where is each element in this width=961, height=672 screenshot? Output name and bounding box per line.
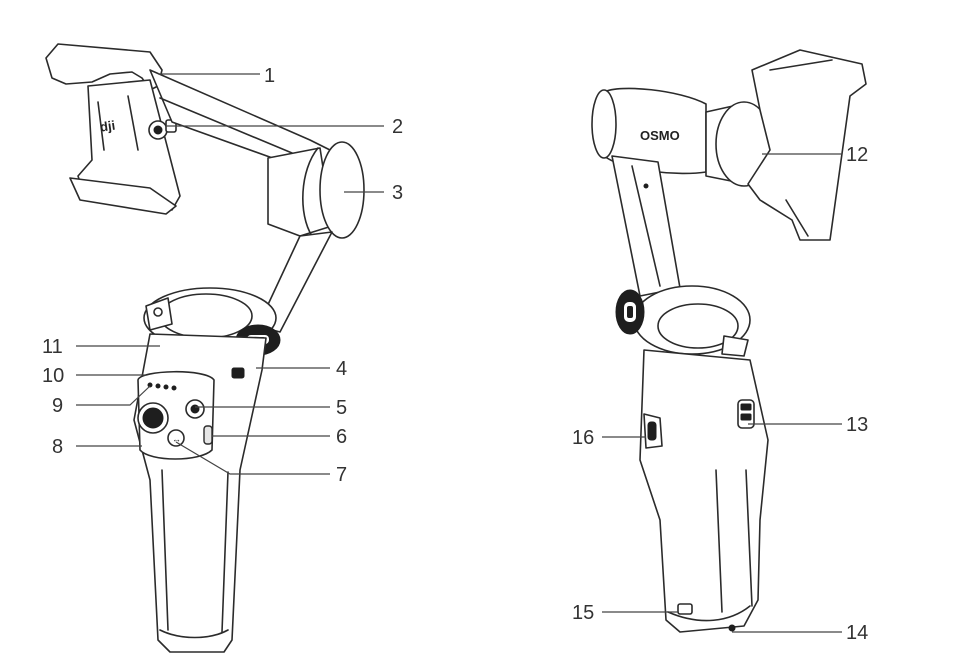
leader-7 bbox=[175, 441, 330, 475]
svg-text:↔: ↔ bbox=[172, 434, 181, 444]
leader-lines bbox=[76, 73, 842, 633]
callout-13: 13 bbox=[846, 414, 868, 436]
pan-motor-base-back bbox=[615, 285, 751, 357]
phone-clamp: dji bbox=[45, 43, 181, 215]
callout-7: 7 bbox=[336, 464, 347, 486]
handle: ↔ bbox=[133, 333, 267, 653]
handle-back bbox=[639, 349, 769, 633]
callout-5: 5 bbox=[336, 397, 347, 419]
extension-arm-back bbox=[611, 155, 681, 297]
gimbal-front-view: dji bbox=[45, 43, 365, 653]
callout-16: 16 bbox=[572, 427, 594, 449]
callout-11: 11 bbox=[42, 336, 63, 358]
roll-motor-back: OSMO bbox=[591, 87, 773, 187]
callout-12: 12 bbox=[846, 144, 868, 166]
callout-4: 4 bbox=[336, 358, 347, 380]
callout-8: 8 bbox=[52, 436, 63, 458]
extension-arm bbox=[149, 69, 365, 333]
callout-6: 6 bbox=[336, 426, 347, 448]
callout-2: 2 bbox=[392, 116, 403, 138]
phone-clamp-back bbox=[747, 49, 867, 241]
callout-numbers: 1 2 3 4 5 6 7 8 9 10 11 12 13 14 15 16 bbox=[42, 65, 868, 644]
callout-9: 9 bbox=[52, 395, 63, 417]
leader-9 bbox=[76, 385, 151, 406]
callout-14: 14 bbox=[846, 622, 868, 644]
callout-3: 3 bbox=[392, 182, 403, 204]
osmo-logo: OSMO bbox=[640, 128, 680, 143]
gimbal-back-view: OSMO bbox=[591, 49, 867, 633]
callout-1: 1 bbox=[264, 65, 275, 87]
dji-logo: dji bbox=[99, 118, 116, 135]
callout-15: 15 bbox=[572, 602, 594, 624]
callout-10: 10 bbox=[42, 365, 64, 387]
